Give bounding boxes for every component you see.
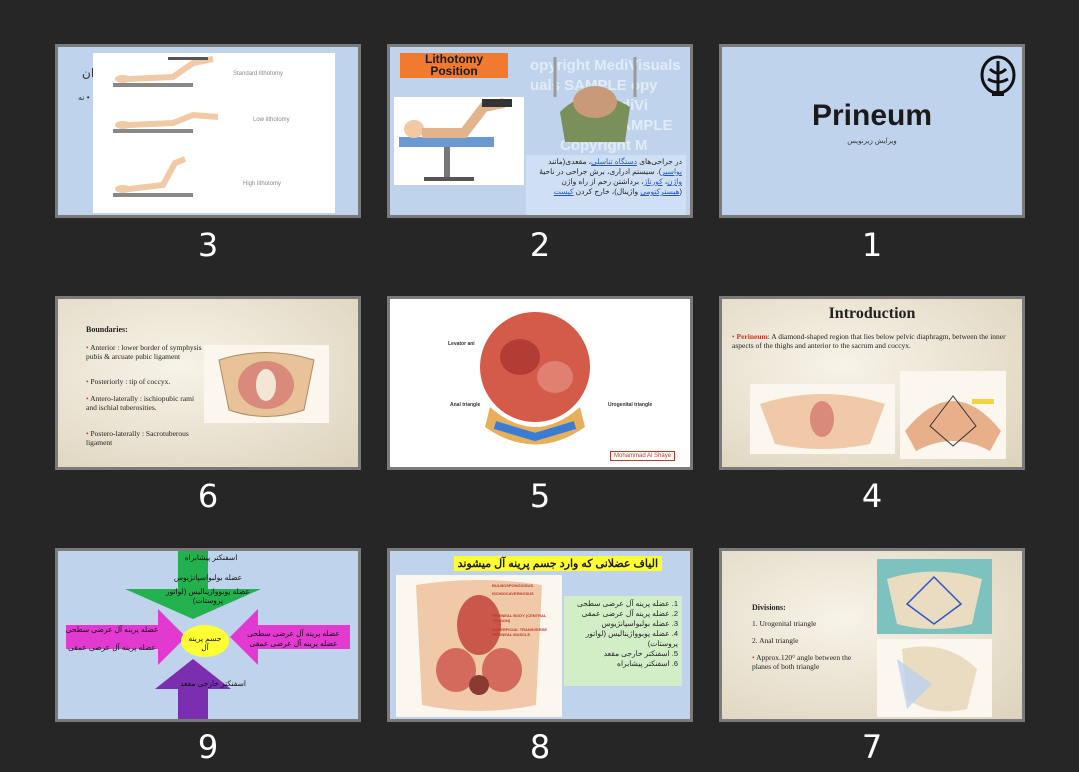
slide-title: الیاف عضلانی که وارد جسم پرینه آل میشوند [453, 556, 662, 571]
slide-number: 3 [197, 226, 219, 264]
center-text: جسم پرینه آل [188, 634, 222, 652]
pelvis-figure-bottom [877, 639, 992, 717]
pelvis-figure-top [877, 559, 992, 634]
slide-thumbnail-4[interactable]: Introduction • Perineum: A diamond-shape… [719, 296, 1025, 470]
top-text-2: عضله بولبواسپانژیوس [173, 573, 243, 582]
perineum-anatomy-figure [470, 307, 600, 457]
perineum-figure-left [750, 384, 895, 454]
slide-thumbnail-5[interactable]: Levator ani Anal triangle Urogenital tri… [387, 296, 693, 470]
slide-thumbnail-8[interactable]: الیاف عضلانی که وارد جسم پرینه آل میشوند… [387, 548, 693, 722]
perineum-figure-right [900, 371, 1006, 459]
slide-thumbnail-7[interactable]: Divisions: 1. Urogenital triangle 2. Ana… [719, 548, 1025, 722]
lithotomy-positions-figure: Standard lithotomy Low lithotomy High li… [93, 53, 335, 213]
slide-number: 2 [529, 226, 551, 264]
link[interactable]: بواسیر [661, 167, 682, 176]
fig-label: BULBOSPONGIOSUS [492, 583, 534, 588]
side-text: نه • [78, 93, 90, 102]
boundary-item: • Antero-laterally : ischiopubic rami an… [86, 394, 195, 412]
link[interactable]: واژن [667, 177, 682, 186]
text: ، برداشتن رحم از راه واژن ( [561, 177, 682, 196]
lithotomy-patient-figure [394, 97, 524, 185]
label-high: High lithotomy [243, 181, 282, 187]
note-text: Approx.120° angle between the planes of … [752, 653, 852, 671]
slide-number: 7 [861, 728, 883, 766]
slide-number: 4 [861, 477, 883, 515]
perineal-muscles-figure: BULBOSPONGIOSUS ISCHIOCAVERNOSUS PERINEA… [396, 575, 562, 717]
list-item: 2. عضله پرینه آل عرضی عمقی [581, 609, 678, 618]
top-text-1: اسفنکتر پیشابراه [184, 553, 238, 562]
side-text: ان [82, 66, 95, 80]
divisions-heading: Divisions: [752, 603, 786, 612]
boundary-item: • Posteriorly : tip of coccyx. [86, 377, 171, 386]
link[interactable]: دستگاه تناسلی [591, 157, 637, 166]
link[interactable]: کیست [553, 187, 574, 196]
watermark: uals SAMPLE opy [530, 77, 658, 94]
list-item: 3. عضله بولبواسپانژیوس [601, 619, 678, 628]
slide-subtitle: ویرایش زیرنویس [847, 138, 897, 145]
slide-number: 1 [861, 226, 883, 264]
list-item: 6. اسفنکتر پیشابراه [617, 659, 678, 668]
slide-number: 6 [197, 477, 219, 515]
slide-thumbnail-9[interactable]: اسفنکتر پیشابراه عضله بولبواسپانژیوس عضل… [55, 548, 361, 722]
surgery-photo-figure [540, 52, 650, 152]
list-item: 4. عضله پوبوواژینالیس (لواتور پروستات) [585, 629, 678, 648]
right-text-2: عضله پرینه آل عرضی عمقی [249, 639, 338, 648]
label-low: Low lithotomy [253, 117, 290, 123]
left-text-1: عضله پرینه آل عرضی سطحی [65, 625, 159, 634]
muscle-arrows-diagram [66, 551, 350, 719]
right-text-1: عضله پرینه آل عرضی سطحی [247, 629, 340, 638]
label-levator: Levator ani [448, 341, 475, 347]
boundary-text: Antero-laterally : ischiopubic rami and … [86, 394, 195, 412]
text: ، مقعدی(مانند [548, 157, 592, 166]
slide-thumbnail-3[interactable]: ان نه • Standard lithotomy Low lithotomy… [55, 44, 361, 218]
link[interactable]: هیسترکتومی [640, 187, 680, 196]
text: در جراحی‌های [637, 157, 682, 166]
division-note: • Approx.120° angle between the planes o… [752, 653, 852, 671]
text: ). سیستم ادراری، برش جراحی در ناحیهٔ [539, 167, 662, 176]
label-urogenital: Urogenital triangle [608, 402, 653, 408]
slide-title: Introduction [828, 305, 916, 322]
slide-number: 9 [197, 728, 219, 766]
label-anal: Anal triangle [450, 402, 481, 408]
text: ، [662, 177, 668, 186]
university-logo-icon [980, 55, 1016, 96]
left-text-2: عضله پرینه آل عرضی عمقی [67, 643, 157, 652]
fig-label: SUPERFICIAL TRANSVERSE PERINEAL MUSCLE [492, 627, 548, 637]
slide-number: 5 [529, 477, 551, 515]
division-item: 1. Urogenital triangle [752, 619, 817, 628]
boundaries-heading: Boundaries: [86, 325, 128, 334]
text: واژینال)، خارج کردن [573, 187, 641, 196]
slide-title: Prineum [811, 99, 933, 132]
division-item: 2. Anal triangle [752, 636, 799, 645]
pelvic-outlet-figure [204, 345, 329, 423]
paragraph: در جراحی‌های دستگاه تناسلی، مقعدی(مانند … [526, 155, 686, 215]
lithotomy-title-box: Lithotomy Position [400, 53, 508, 78]
intro-text: • Perineum: A diamond-shaped region that… [732, 332, 1006, 350]
muscle-list: 1. عضله پرینه آل عرضی سطحی 2. عضله پرینه… [564, 596, 682, 686]
label-standard: Standard lithotomy [233, 71, 284, 77]
boundary-text: Posteriorly : tip of coccyx. [90, 377, 171, 386]
slide-number: 8 [529, 728, 551, 766]
watermark: opyright MediVisuals [530, 57, 681, 74]
boundary-item: • Postero-laterally : Sacrotuberous liga… [86, 429, 189, 447]
list-item: 5. اسفنکتر خارجی مقعد [603, 649, 678, 658]
intro-body: : A diamond-shaped region that lies belo… [732, 332, 1006, 350]
slide-thumbnail-6[interactable]: Boundaries: • Anterior : lower border of… [55, 296, 361, 470]
bottom-text: اسفنکتر خارجی مقعد [180, 679, 246, 688]
slide-thumbnail-2[interactable]: opyright MediVisuals uals SAMPLE opy Med… [387, 44, 693, 218]
term: Perineum [736, 332, 768, 341]
fig-label: ISCHIOCAVERNOSUS [492, 591, 534, 596]
slide-thumbnail-1[interactable]: Prineum ویرایش زیرنویس [719, 44, 1025, 218]
top-text-3: عضله پوبوواژینالیس (لواتور پروستات) [166, 587, 250, 605]
list-item: 1. عضله پرینه آل عرضی سطحی [576, 599, 678, 608]
boundary-text: Postero-laterally : Sacrotuberous ligame… [86, 429, 189, 447]
link[interactable]: کورتاژ [643, 177, 663, 186]
boundary-item: • Anterior : lower border of symphysis p… [86, 343, 202, 361]
boundary-text: Anterior : lower border of symphysis pub… [86, 343, 202, 361]
credit-label: Mohammad Al Shaye [610, 451, 676, 461]
fig-label: PERINEAL BODY (CENTRAL TENDON) [492, 613, 547, 623]
